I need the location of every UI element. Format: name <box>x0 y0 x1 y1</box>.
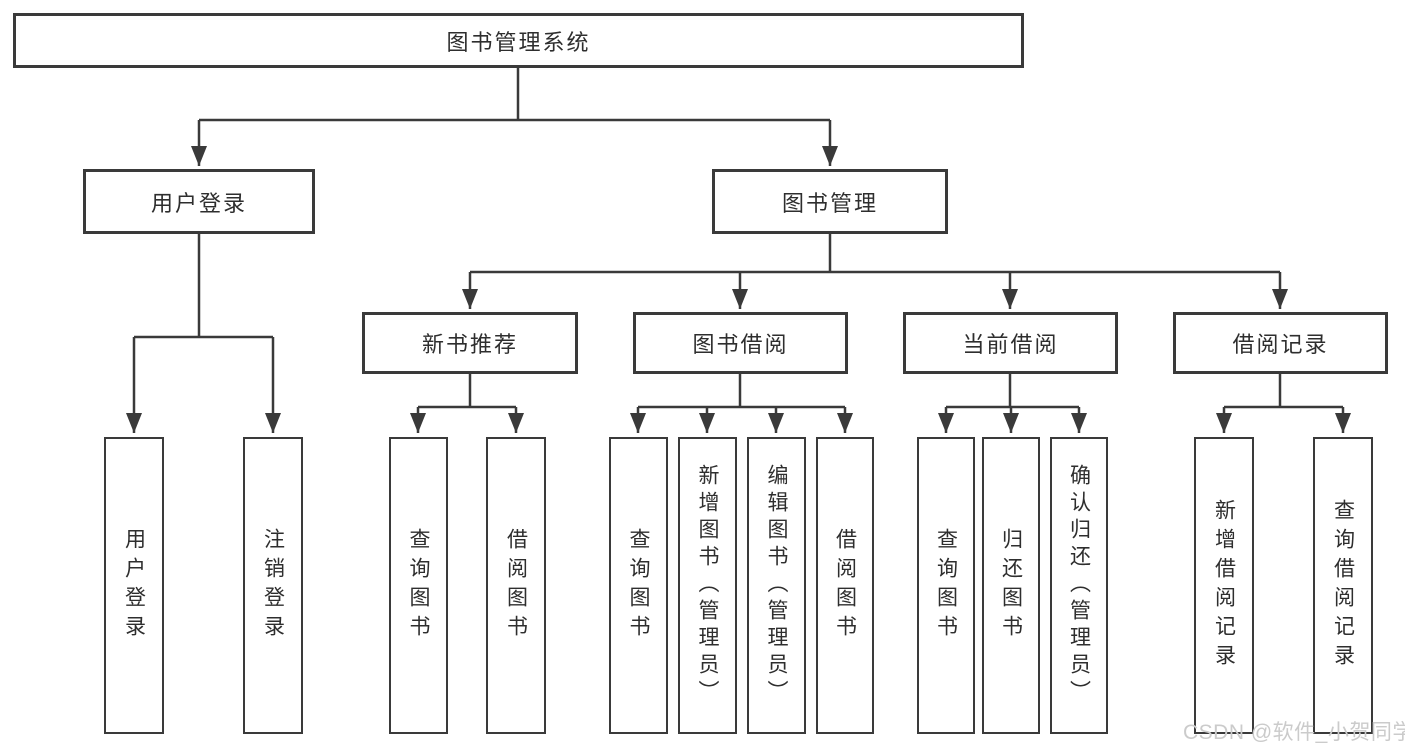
connector-current-borrow-to-children <box>938 374 1087 433</box>
node-book-borrow: 图书借阅 <box>633 312 848 374</box>
connector-book-mgmt-to-level3 <box>462 233 1288 309</box>
leaf-borrow-books-2: 借阅图书 <box>816 437 874 734</box>
connector-user-login-to-children <box>126 233 281 433</box>
leaf-query-borrow-record: 查询借阅记录 <box>1313 437 1373 734</box>
connector-new-book-rec-to-children <box>410 374 524 433</box>
leaf-user-login: 用户登录 <box>104 437 164 734</box>
leaf-logout: 注销登录 <box>243 437 303 734</box>
node-new-book-rec: 新书推荐 <box>362 312 578 374</box>
leaf-edit-book-admin: 编辑图书（管理员） <box>747 437 806 734</box>
leaf-borrow-books-1: 借阅图书 <box>486 437 546 734</box>
leaf-return-book: 归还图书 <box>982 437 1040 734</box>
node-borrow-records: 借阅记录 <box>1173 312 1388 374</box>
node-user-login: 用户登录 <box>83 169 315 234</box>
node-book-mgmt: 图书管理 <box>712 169 948 234</box>
node-current-borrow: 当前借阅 <box>903 312 1118 374</box>
connector-borrow-records-to-children <box>1216 374 1351 433</box>
leaf-query-books-1: 查询图书 <box>389 437 448 734</box>
watermark: CSDN @软件_小贺同学 <box>1183 721 1405 744</box>
node-root: 图书管理系统 <box>13 13 1024 68</box>
leaf-add-borrow-record: 新增借阅记录 <box>1194 437 1254 734</box>
connector-root-to-level2 <box>191 68 838 166</box>
leaf-query-books-2: 查询图书 <box>609 437 668 734</box>
leaf-confirm-return-admin: 确认归还（管理员） <box>1050 437 1108 734</box>
leaf-add-book-admin: 新增图书（管理员） <box>678 437 737 734</box>
leaf-query-books-3: 查询图书 <box>917 437 975 734</box>
connector-book-borrow-to-children <box>630 374 853 433</box>
